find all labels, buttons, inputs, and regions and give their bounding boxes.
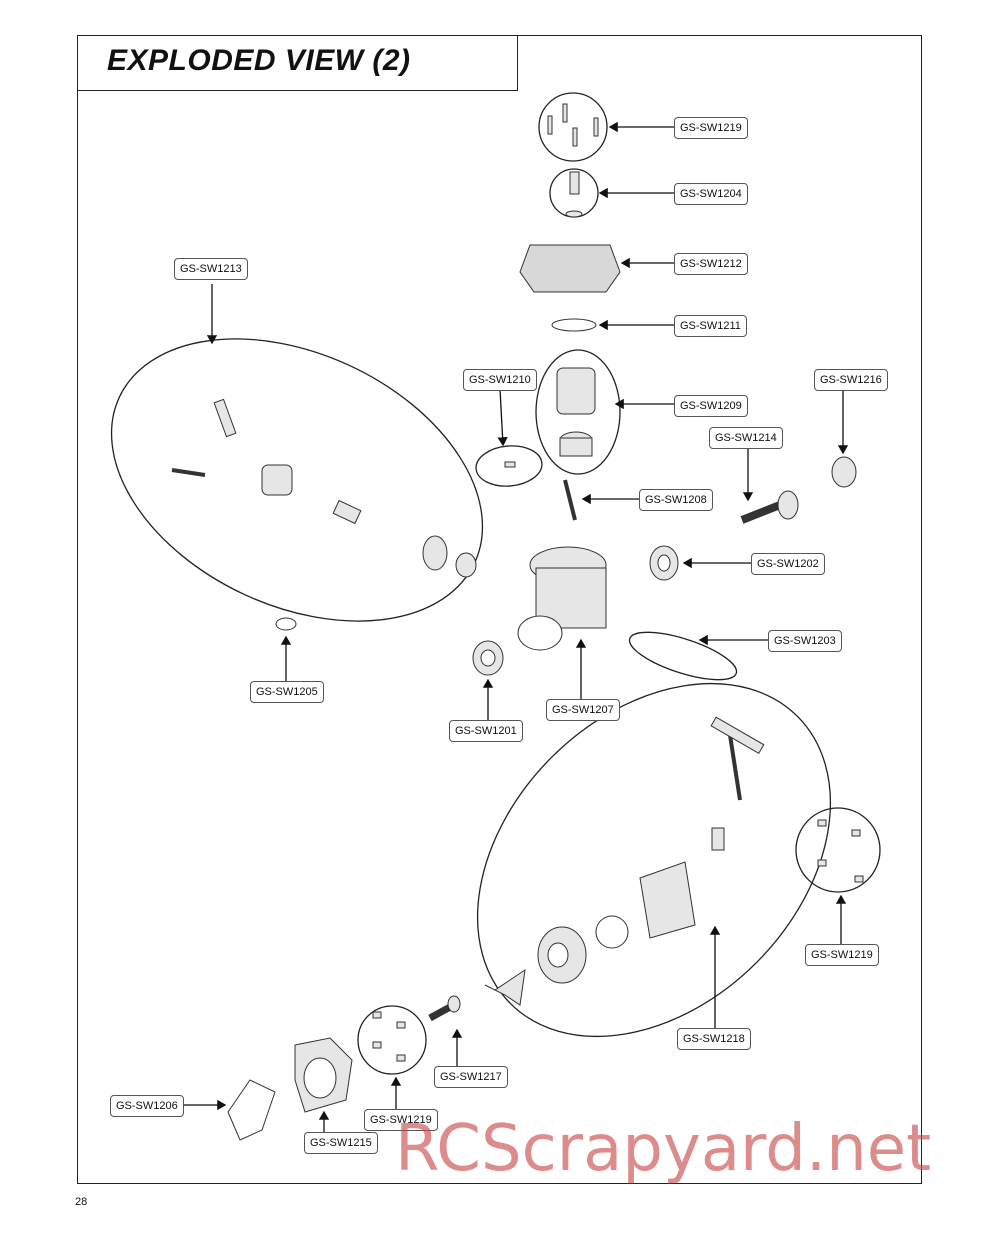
part-label-gs-sw1218: GS-SW1218: [677, 1028, 751, 1050]
part-label-gs-sw1201: GS-SW1201: [449, 720, 523, 742]
part-label-gs-sw1219-bottom: GS-SW1219: [364, 1109, 438, 1131]
part-label-gs-sw1213: GS-SW1213: [174, 258, 248, 280]
part-label-gs-sw1216: GS-SW1216: [814, 369, 888, 391]
part-label-gs-sw1209: GS-SW1209: [674, 395, 748, 417]
title-box: [77, 35, 518, 91]
page-title: EXPLODED VIEW (2): [107, 44, 411, 77]
rear-cover-screw-group: [628, 631, 738, 681]
part-label-gs-sw1203: GS-SW1203: [768, 630, 842, 652]
part-label-gs-sw1215: GS-SW1215: [304, 1132, 378, 1154]
part-label-gs-sw1217: GS-SW1217: [434, 1066, 508, 1088]
liner-piston-group: [535, 349, 621, 475]
part-label-gs-sw1206: GS-SW1206: [110, 1095, 184, 1117]
carburetor-group: [110, 338, 484, 622]
screw-set-top-group: [538, 92, 608, 162]
part-label-gs-sw1219-top: GS-SW1219: [674, 117, 748, 139]
part-label-gs-sw1205: GS-SW1205: [250, 681, 324, 703]
part-label-gs-sw1212: GS-SW1212: [674, 253, 748, 275]
page-frame: [77, 35, 922, 1184]
screw-set-bottom-group: [357, 1005, 427, 1075]
part-label-gs-sw1210: GS-SW1210: [463, 369, 537, 391]
pull-starter-group: [476, 682, 832, 1038]
part-label-gs-sw1204: GS-SW1204: [674, 183, 748, 205]
part-label-gs-sw1214: GS-SW1214: [709, 427, 783, 449]
part-label-gs-sw1211: GS-SW1211: [674, 315, 747, 337]
watermark-text: RCScrapyard.net: [395, 1112, 932, 1186]
part-label-gs-sw1202: GS-SW1202: [751, 553, 825, 575]
part-label-gs-sw1208: GS-SW1208: [639, 489, 713, 511]
part-label-gs-sw1207: GS-SW1207: [546, 699, 620, 721]
part-label-gs-sw1219-right: GS-SW1219: [805, 944, 879, 966]
screw-set-right-group: [795, 807, 881, 893]
page-number: 28: [75, 1196, 88, 1208]
